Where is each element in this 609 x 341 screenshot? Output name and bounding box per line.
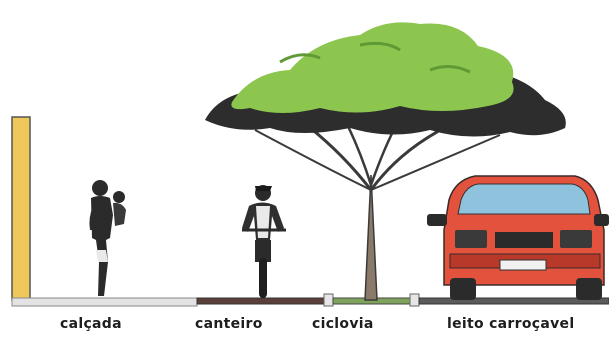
median-surface	[197, 298, 325, 304]
curb-left	[324, 294, 333, 306]
wall	[12, 117, 30, 300]
label-bike-lane: ciclovia	[312, 316, 374, 332]
curb-right	[410, 294, 419, 306]
label-median: canteiro	[195, 316, 263, 332]
car-icon	[427, 176, 609, 300]
cyclist-icon	[242, 185, 286, 298]
person-carrying-child-icon	[89, 180, 126, 296]
label-sidewalk: calçada	[60, 316, 122, 332]
label-roadway: leito carroçavel	[447, 316, 574, 332]
sidewalk-surface	[12, 298, 197, 306]
